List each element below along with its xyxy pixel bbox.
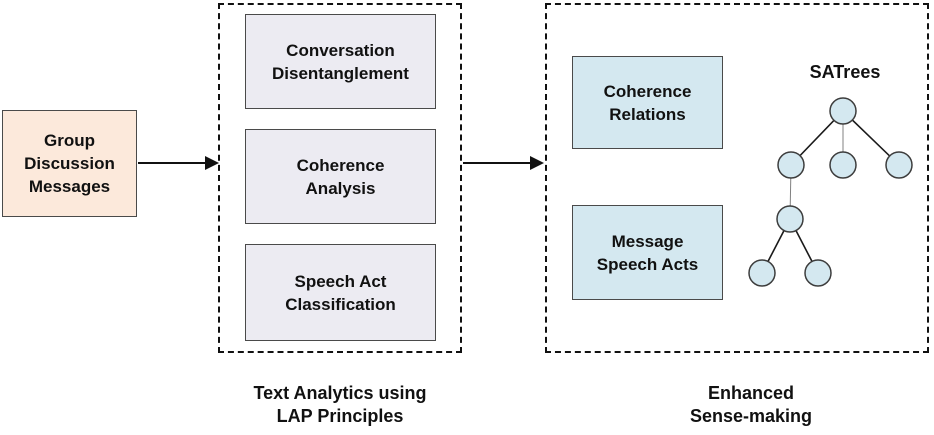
lap-box-conversation-disentanglement: Conversation Disentanglement: [245, 14, 436, 109]
arrowhead-icon: [205, 156, 219, 170]
group-discussion-messages-label: Group Discussion Messages: [24, 131, 115, 196]
arrow-input-to-lap: [138, 156, 219, 170]
arrow-lap-to-sense: [463, 156, 544, 170]
message-speech-acts-label: Message Speech Acts: [596, 231, 699, 274]
sense-box-message-speech-acts: Message Speech Acts: [572, 205, 723, 300]
satrees-label: SATrees: [809, 62, 881, 82]
lap-container: Conversation Disentanglement Coherence A…: [218, 3, 462, 353]
group-discussion-messages-box: Group Discussion Messages: [2, 110, 137, 217]
arrowhead-icon: [530, 156, 544, 170]
sense-making-caption: Enhanced Sense-making: [689, 383, 813, 426]
conversation-disentanglement-label: Conversation Disentanglement: [272, 40, 409, 83]
lap-box-coherence-analysis: Coherence Analysis: [245, 129, 436, 224]
lap-caption: Text Analytics using LAP Principles: [253, 383, 427, 426]
coherence-analysis-label: Coherence Analysis: [296, 155, 385, 198]
sense-making-container: Coherence Relations Message Speech Acts …: [545, 3, 929, 353]
sense-box-coherence-relations: Coherence Relations: [572, 56, 723, 149]
coherence-relations-label: Coherence Relations: [603, 81, 692, 124]
speech-act-classification-label: Speech Act Classification: [285, 271, 396, 314]
lap-box-speech-act-classification: Speech Act Classification: [245, 244, 436, 341]
